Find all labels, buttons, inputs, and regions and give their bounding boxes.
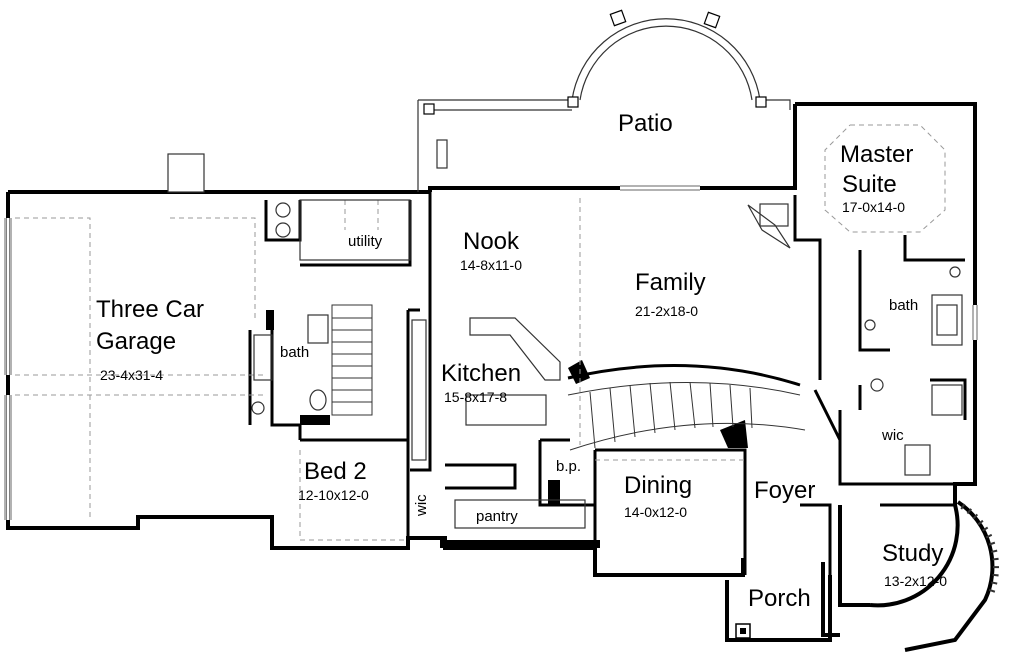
- room-bath-master: bath: [889, 297, 919, 314]
- interior-walls: [248, 192, 967, 575]
- study-walls: [838, 500, 995, 652]
- room-study-dims: 13-2x12-0: [884, 573, 948, 589]
- room-garage-name-1: Three Car: [96, 296, 205, 323]
- room-master-suite-name-1: Master: [840, 141, 914, 168]
- room-bp: b.p.: [556, 458, 582, 475]
- room-wic-master: wic: [882, 427, 904, 444]
- room-nook-dims: 14-8x11-0: [460, 257, 523, 273]
- room-study-name: Study: [882, 540, 944, 567]
- porch-column: [735, 623, 751, 639]
- room-garage-name-2: Garage: [96, 328, 177, 355]
- room-kitchen-dims: 15-8x17-8: [444, 389, 508, 405]
- room-wic-bed2: wic: [413, 494, 430, 516]
- room-foyer: Foyer: [754, 477, 816, 504]
- bath-fixtures: [251, 203, 963, 476]
- family-curve: [567, 364, 801, 387]
- dashed-lines: [15, 124, 946, 541]
- room-master-suite-name-2: Suite: [842, 171, 897, 198]
- room-family-name: Family: [635, 269, 706, 296]
- room-garage-dims: 23-4x31-4: [100, 367, 164, 383]
- room-kitchen-name: Kitchen: [441, 360, 522, 387]
- room-bath-left: bath: [280, 344, 310, 361]
- room-patio: Patio: [618, 110, 673, 137]
- room-dining-dims: 14-0x12-0: [624, 504, 688, 520]
- room-porch: Porch: [748, 585, 811, 612]
- kitchen-counters: [275, 199, 586, 529]
- stairs: [331, 304, 806, 451]
- room-utility: utility: [348, 233, 383, 250]
- room-master-suite-dims: 17-0x14-0: [842, 199, 906, 215]
- patio-outline: [167, 9, 791, 193]
- room-nook-name: Nook: [463, 228, 520, 255]
- room-dining-name: Dining: [624, 472, 693, 499]
- exterior-walls: [6, 102, 977, 642]
- room-family-dims: 21-2x18-0: [635, 303, 699, 319]
- room-pantry: pantry: [476, 508, 518, 525]
- windows: [4, 185, 978, 520]
- room-bed2-name: Bed 2: [304, 458, 367, 485]
- room-bed2-dims: 12-10x12-0: [298, 487, 369, 503]
